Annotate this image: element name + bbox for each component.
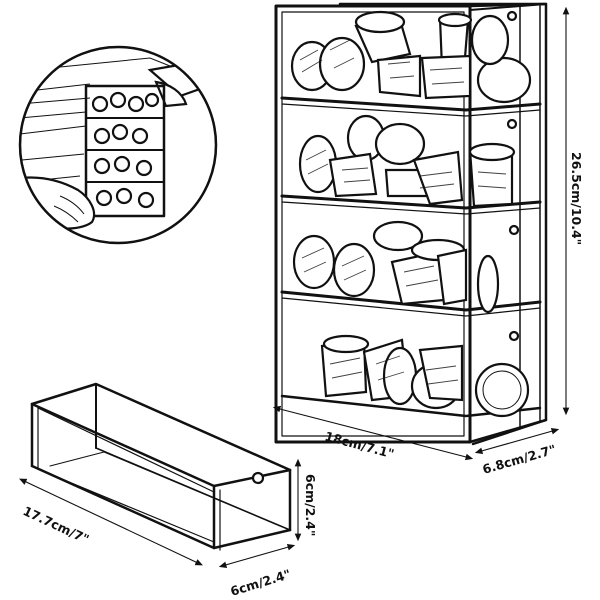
shelf-divider-1 [280,96,542,117]
stacked-organizer-illustration [274,2,548,446]
shelf-divider-3 [280,290,542,317]
width-large-label: 18cm/7.1" [323,428,396,461]
shelf-divider-2 [280,194,542,215]
single-drawer-illustration [30,382,292,551]
depth-large-label: 6.8cm/2.7" [481,442,558,477]
tier-3-capsules [292,220,500,314]
height-large-label: 26.5cm/10.4" [569,152,584,245]
height-single-label: 6cm/2.4" [303,474,318,536]
tier-1-capsules [290,10,532,104]
tier-2-capsules [298,114,516,208]
width-single-label: 17.7cm/7" [21,503,92,547]
depth-single-label: 6cm/2.4" [228,566,292,599]
usage-inset-illustration [18,45,218,245]
